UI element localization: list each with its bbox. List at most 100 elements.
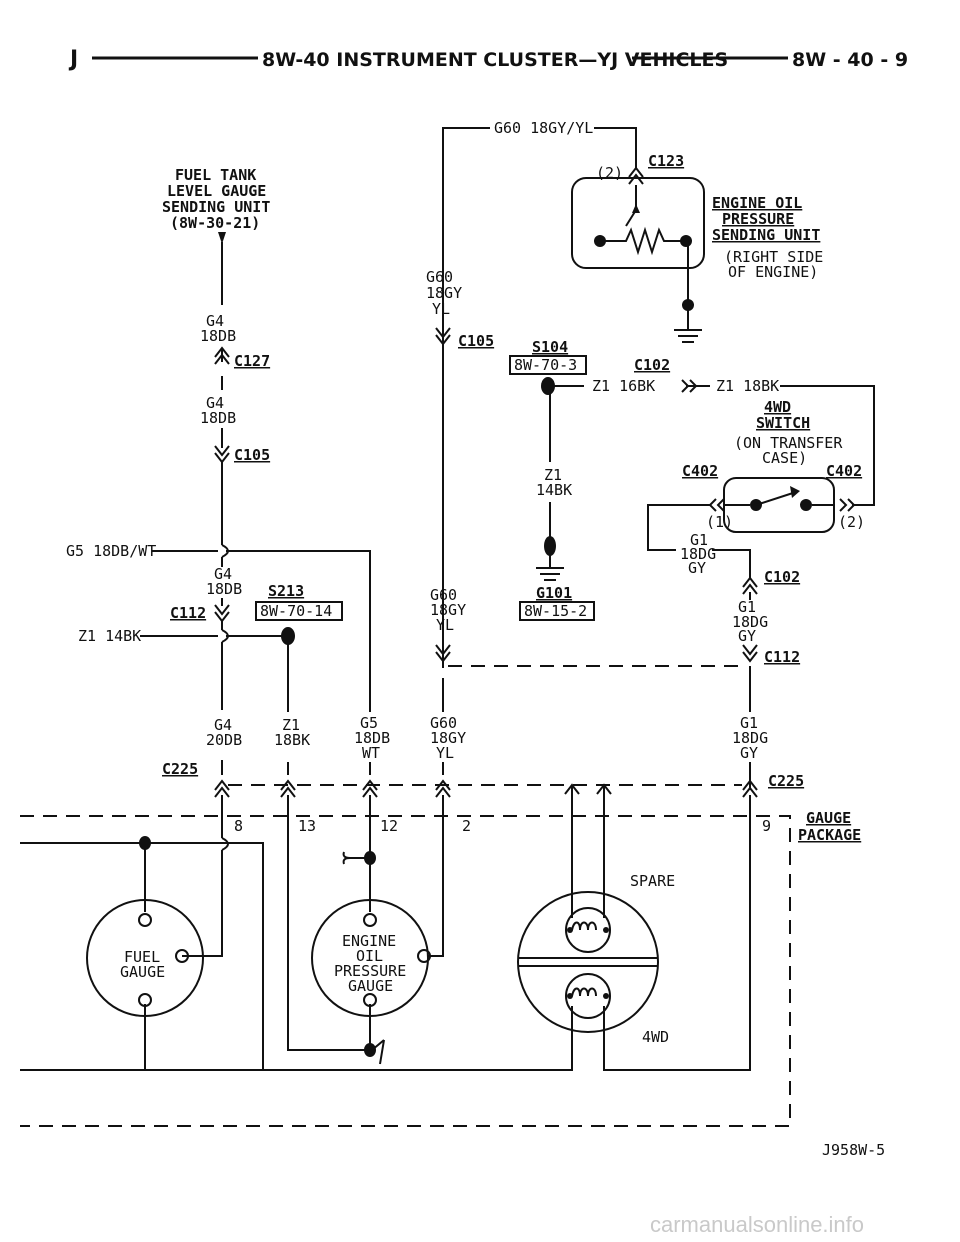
wire-label: G4 <box>214 716 232 734</box>
wire-label: G1 <box>740 714 758 732</box>
connector-pin: (2) <box>838 513 865 531</box>
connector-pin: (2) <box>596 164 623 182</box>
connector-c225: C225 <box>162 760 198 778</box>
gauge-package-label: GAUGE <box>806 809 851 827</box>
wire-label: Z1 <box>282 716 300 734</box>
wire-label: G60 <box>430 714 457 732</box>
ground-ref: 8W-15-2 <box>524 602 587 620</box>
oil-sender-label: ENGINE OIL <box>712 194 802 212</box>
fuel-sender-ref: (8W-30-21) <box>170 214 260 232</box>
splice-ref-box <box>255 601 343 621</box>
fuel-sender-label: SENDING UNIT <box>162 198 270 216</box>
wire-label: GY <box>688 559 706 577</box>
wire-label: G60 <box>430 586 457 604</box>
connector-c127: C127 <box>234 352 270 370</box>
oil-gauge-label: GAUGE <box>348 977 393 995</box>
connector-c402: C402 <box>826 462 862 480</box>
wire-label: Z1 16BK <box>592 377 655 395</box>
wire-label: G4 <box>214 565 232 583</box>
wire-label: 18BK <box>274 731 310 749</box>
wire-label: YL <box>436 744 454 762</box>
pin-number: 2 <box>462 817 471 835</box>
fuel-gauge <box>86 899 204 1017</box>
connector-c225: C225 <box>768 772 804 790</box>
fourwd-label: 4WD <box>642 1028 669 1046</box>
connector-c112: C112 <box>170 604 206 622</box>
ground-ref-box <box>519 601 595 621</box>
wire-label: 20DB <box>206 731 242 749</box>
fuel-gauge-label: GAUGE <box>120 963 165 981</box>
wire-label: 18DB <box>354 729 390 747</box>
wire-g60-label: G60 18GY/YL <box>494 119 593 137</box>
indicator-lamps <box>517 891 659 1033</box>
splice-ref: 8W-70-14 <box>260 602 332 620</box>
ground-g101: G101 <box>536 584 572 602</box>
fuel-gauge-label: FUEL <box>124 948 160 966</box>
oil-gauge-label: ENGINE <box>342 932 396 950</box>
splice-s104: S104 <box>532 338 568 356</box>
connector-c102: C102 <box>634 356 670 374</box>
switch-label: 4WD <box>764 398 791 416</box>
connector-c123: C123 <box>648 152 684 170</box>
splice-s213: S213 <box>268 582 304 600</box>
connector-c102: C102 <box>764 568 800 586</box>
page-number: 8W - 40 - 9 <box>792 49 908 71</box>
wire-label: GY <box>740 744 758 762</box>
oil-sender-note: (RIGHT SIDE <box>724 248 823 266</box>
switch-note: CASE) <box>762 449 807 467</box>
wire-label: Z1 18BK <box>716 377 779 395</box>
connector-c402: C402 <box>682 462 718 480</box>
pin-number: 12 <box>380 817 398 835</box>
fuel-sender-label: LEVEL GAUGE <box>167 182 266 200</box>
wire-label: G5 18DB/WT <box>66 542 156 560</box>
wire-label: GY <box>738 627 756 645</box>
oil-sender-label: PRESSURE <box>722 210 794 228</box>
wire-label: G4 <box>206 394 224 412</box>
connector-c105: C105 <box>458 332 494 350</box>
oil-gauge-label: OIL <box>356 947 383 965</box>
oil-gauge-label: PRESSURE <box>334 962 406 980</box>
wire-label: 18GY <box>430 601 466 619</box>
oil-pressure-gauge <box>311 899 431 1017</box>
pin-number: 13 <box>298 817 316 835</box>
oil-sender-label: SENDING UNIT <box>712 226 820 244</box>
fuel-sender-label: FUEL TANK <box>175 166 256 184</box>
wire-label: 18GY <box>426 284 462 302</box>
pin-number: 9 <box>762 817 771 835</box>
wire-label: YL <box>432 300 450 318</box>
gauge-package-label: PACKAGE <box>798 826 861 844</box>
connector-pin: (1) <box>706 513 733 531</box>
oil-sender-note: OF ENGINE) <box>728 263 818 281</box>
figure-id: J958W-5 <box>822 1141 885 1159</box>
wire-lines <box>20 127 875 1071</box>
dashed-lines <box>20 665 791 1127</box>
connector-c112: C112 <box>764 648 800 666</box>
switch-label: SWITCH <box>756 414 810 432</box>
splice-ref-box <box>509 355 587 375</box>
wire-label: G5 <box>360 714 378 732</box>
oil-pressure-sender <box>571 177 705 311</box>
watermark: carmanualsonline.info <box>650 1212 864 1237</box>
wire-label: WT <box>362 744 380 762</box>
wire-label: G1 <box>738 598 756 616</box>
wire-label: 18GY <box>430 729 466 747</box>
pin-number: 8 <box>234 817 243 835</box>
spare-label: SPARE <box>630 872 675 890</box>
wire-label: G4 <box>206 312 224 330</box>
connector-c105: C105 <box>234 446 270 464</box>
fuel-sender-arrow <box>218 232 226 244</box>
wire-label: YL <box>436 616 454 634</box>
wire-label: Z1 <box>544 466 562 484</box>
wire-label: 18DB <box>206 580 242 598</box>
header-left: J <box>68 47 78 72</box>
switch-4wd <box>723 477 835 533</box>
wire-label: Z1 14BK <box>78 627 141 645</box>
wire-label: 18DG <box>732 613 768 631</box>
wire-label: 18DB <box>200 327 236 345</box>
wire-label: 18DG <box>680 545 716 563</box>
wire-label: G1 <box>690 531 708 549</box>
wire-label: 14BK <box>536 481 572 499</box>
switch-note: (ON TRANSFER <box>734 434 843 452</box>
splice-dots <box>139 377 556 1057</box>
